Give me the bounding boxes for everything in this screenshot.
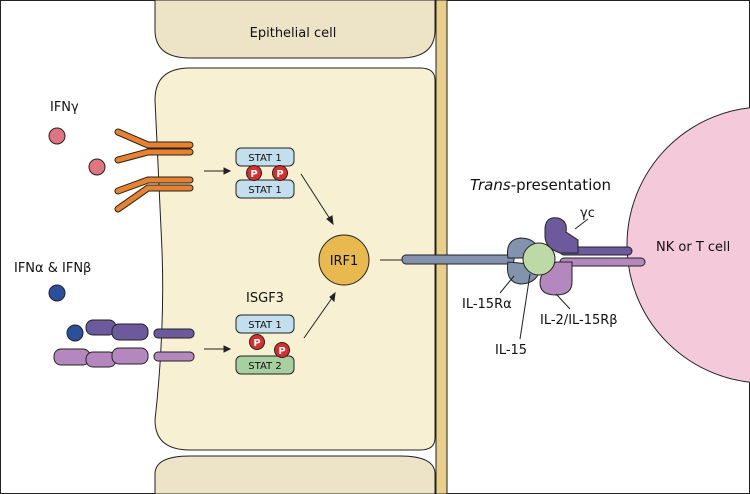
ifn-gamma-ligand xyxy=(48,127,66,145)
epithelial-cytoplasm xyxy=(154,67,436,451)
ifn-alpha-beta-ligand xyxy=(48,284,66,302)
ifnar2-receptor xyxy=(53,347,195,368)
phosphate-label: P xyxy=(278,346,285,357)
ifn-gamma-ligand xyxy=(88,158,106,176)
phosphate-label: P xyxy=(276,169,283,180)
il15-cytokine xyxy=(522,242,556,276)
irf1-node xyxy=(318,234,370,286)
trans-italic: Trans xyxy=(470,176,511,194)
stat1-box xyxy=(235,314,295,334)
stat1-label: STAT 1 xyxy=(248,153,281,164)
nk-t-cell xyxy=(626,107,750,383)
nk-t-cell-label: NK or T cell xyxy=(656,240,730,255)
stat1-label: STAT 1 xyxy=(248,320,281,331)
ifn-gamma-receptor xyxy=(114,176,194,213)
ifn-alpha-beta-label: IFNα & IFNβ xyxy=(14,261,91,276)
epithelial-cell-label: Epithelial cell xyxy=(250,26,337,41)
neighbor-cell-bottom xyxy=(154,455,436,494)
stat1-dimer: STAT 1 STAT 1 P P xyxy=(235,147,295,199)
arrow xyxy=(303,291,336,339)
phosphate xyxy=(249,334,265,350)
stat1-box xyxy=(235,179,295,199)
trans-presentation-label: Trans-presentation xyxy=(470,176,611,194)
stat1-label: STAT 1 xyxy=(248,185,281,196)
trans-rest: -presentation xyxy=(511,176,611,194)
irf1-label: IRF1 xyxy=(330,254,359,269)
phosphate xyxy=(246,165,262,181)
ifn-gamma-label: IFNγ xyxy=(50,100,79,115)
il15-label: IL-15 xyxy=(495,343,527,358)
il15ra-label: IL-15Rα xyxy=(462,297,512,312)
arrow xyxy=(204,167,232,175)
arrow xyxy=(300,173,334,226)
phosphate-label: P xyxy=(250,169,257,180)
stat1-box xyxy=(235,147,295,167)
ifnar1-receptor xyxy=(85,319,195,341)
phosphate xyxy=(272,165,288,181)
cell-membrane xyxy=(435,0,448,494)
stat2-label: STAT 2 xyxy=(248,361,281,372)
phosphate xyxy=(274,342,290,358)
ifn-alpha-beta-ligand xyxy=(66,324,84,342)
il2-il15rb-label: IL-2/IL-15Rβ xyxy=(540,313,618,328)
stat2-box xyxy=(235,355,295,375)
arrow xyxy=(204,345,232,353)
isgf3-complex: STAT 1 STAT 2 P P xyxy=(235,314,295,375)
ifn-gamma-receptor xyxy=(114,128,194,164)
neighbor-cell-top xyxy=(154,0,436,59)
isgf3-label: ISGF3 xyxy=(246,291,284,306)
gamma-c-label: γc xyxy=(580,206,595,221)
leader-lines xyxy=(499,218,589,340)
phosphate-label: P xyxy=(253,338,260,349)
